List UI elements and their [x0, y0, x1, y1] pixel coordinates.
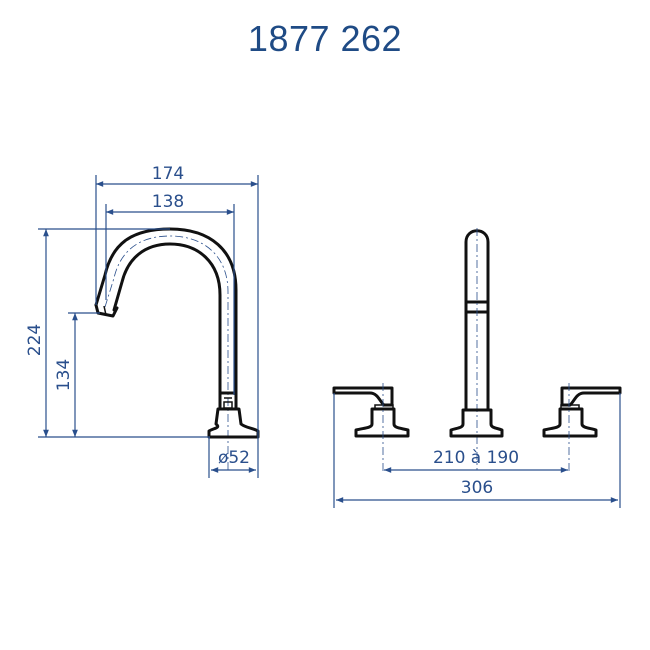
dimension-224: 224 [25, 228, 210, 438]
dimension-138: 138 [105, 192, 235, 395]
dim-label-210-190: 210 à 190 [433, 448, 519, 468]
dim-label-52: ø52 [218, 448, 250, 468]
dimension-174: 174 [95, 164, 259, 437]
front-view: 210 à 190 306 [332, 228, 622, 508]
dimension-52: ø52 [208, 437, 259, 478]
dim-label-306: 306 [461, 478, 493, 498]
dimension-306: 306 [333, 393, 621, 508]
right-handle [542, 383, 622, 474]
side-view: 174 138 224 134 ø52 [25, 164, 260, 478]
left-handle [332, 383, 410, 474]
dim-label-134: 134 [54, 359, 74, 391]
dim-label-174: 174 [152, 164, 184, 184]
model-number-title: 1877 262 [247, 18, 403, 59]
dimension-210-190: 210 à 190 [384, 448, 568, 473]
dim-label-224: 224 [25, 324, 45, 356]
dimension-134: 134 [54, 312, 100, 437]
spout-outline [94, 227, 260, 470]
center-spout [449, 228, 504, 470]
dim-label-138: 138 [152, 192, 184, 212]
